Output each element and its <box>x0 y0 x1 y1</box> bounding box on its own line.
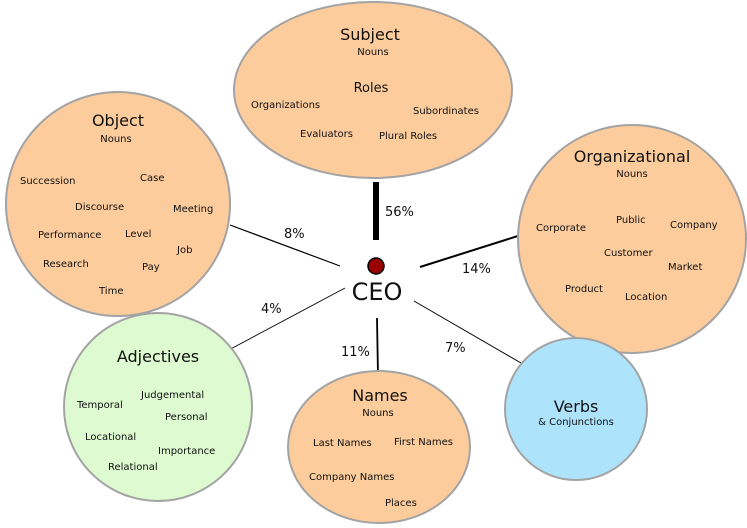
term-performance: Performance <box>38 230 101 241</box>
connector-organizational <box>419 234 522 268</box>
term-roles: Roles <box>354 81 389 96</box>
term-corporate: Corporate <box>536 223 586 234</box>
term-subordinates: Subordinates <box>413 106 479 117</box>
organizational-subtitle: Nouns <box>616 169 647 180</box>
term-personal: Personal <box>165 412 208 423</box>
term-succession: Succession <box>20 176 76 187</box>
names-bubble: Names Nouns Last Names First Names Compa… <box>287 370 471 524</box>
ceo-dot <box>367 257 385 275</box>
connector-names <box>376 317 379 377</box>
verbs-title: Verbs <box>554 397 599 416</box>
connector-object <box>229 224 341 267</box>
adjectives-bubble: Adjectives Judgemental Temporal Personal… <box>63 312 253 502</box>
term-relational: Relational <box>108 462 158 473</box>
organizational-bubble: Organizational Nouns Corporate Public Co… <box>517 124 747 354</box>
ceo-label: CEO <box>352 278 403 306</box>
term-organizations: Organizations <box>251 100 320 111</box>
term-first-names: First Names <box>394 437 453 448</box>
subject-title: Subject <box>340 25 400 44</box>
term-locational: Locational <box>85 432 136 443</box>
term-temporal: Temporal <box>76 400 123 411</box>
term-importance: Importance <box>158 446 215 457</box>
adjectives-title: Adjectives <box>117 347 199 366</box>
term-level: Level <box>125 229 151 240</box>
term-pay: Pay <box>142 262 160 273</box>
subject-ellipse <box>233 1 513 179</box>
subject-subtitle: Nouns <box>357 47 388 58</box>
object-bubble: Object Nouns Succession Case Discourse M… <box>5 91 231 317</box>
percent-subject: 56% <box>385 205 414 220</box>
term-time: Time <box>98 286 123 297</box>
term-last-names: Last Names <box>313 438 372 449</box>
object-subtitle: Nouns <box>100 134 131 145</box>
object-circle <box>5 91 231 317</box>
adjectives-circle <box>63 312 253 502</box>
term-customer: Customer <box>604 248 653 259</box>
term-case: Case <box>140 173 164 184</box>
percent-organizational: 14% <box>462 262 491 277</box>
percent-verbs: 7% <box>445 341 466 356</box>
term-places: Places <box>385 498 417 509</box>
term-judgemental: Judgemental <box>140 390 204 401</box>
names-title: Names <box>352 386 408 405</box>
term-meeting: Meeting <box>173 204 213 215</box>
percent-adjectives: 4% <box>261 302 282 317</box>
names-ellipse <box>287 370 471 524</box>
term-market: Market <box>668 262 702 273</box>
percent-names: 11% <box>341 345 370 360</box>
object-title: Object <box>92 111 144 130</box>
term-public: Public <box>616 215 646 226</box>
verbs-subtitle: & Conjunctions <box>538 417 614 428</box>
term-evaluators: Evaluators <box>300 129 353 140</box>
organizational-title: Organizational <box>574 147 691 166</box>
term-product: Product <box>565 284 603 295</box>
subject-bubble: Subject Nouns Roles Organizations Subord… <box>233 1 513 179</box>
term-location: Location <box>625 292 667 303</box>
organizational-circle <box>517 124 747 354</box>
term-discourse: Discourse <box>75 202 124 213</box>
names-subtitle: Nouns <box>362 408 393 419</box>
verbs-bubble: Verbs & Conjunctions <box>504 337 648 481</box>
term-company-names: Company Names <box>309 472 394 483</box>
percent-object: 8% <box>284 227 305 242</box>
connector-verbs <box>413 300 522 364</box>
ceo-node: CEO <box>352 257 403 306</box>
connector-adjectives <box>224 287 346 353</box>
term-company: Company <box>670 220 718 231</box>
term-job: Job <box>176 245 192 256</box>
verbs-circle <box>504 337 648 481</box>
term-plural-roles: Plural Roles <box>379 131 437 142</box>
term-research: Research <box>43 259 89 270</box>
